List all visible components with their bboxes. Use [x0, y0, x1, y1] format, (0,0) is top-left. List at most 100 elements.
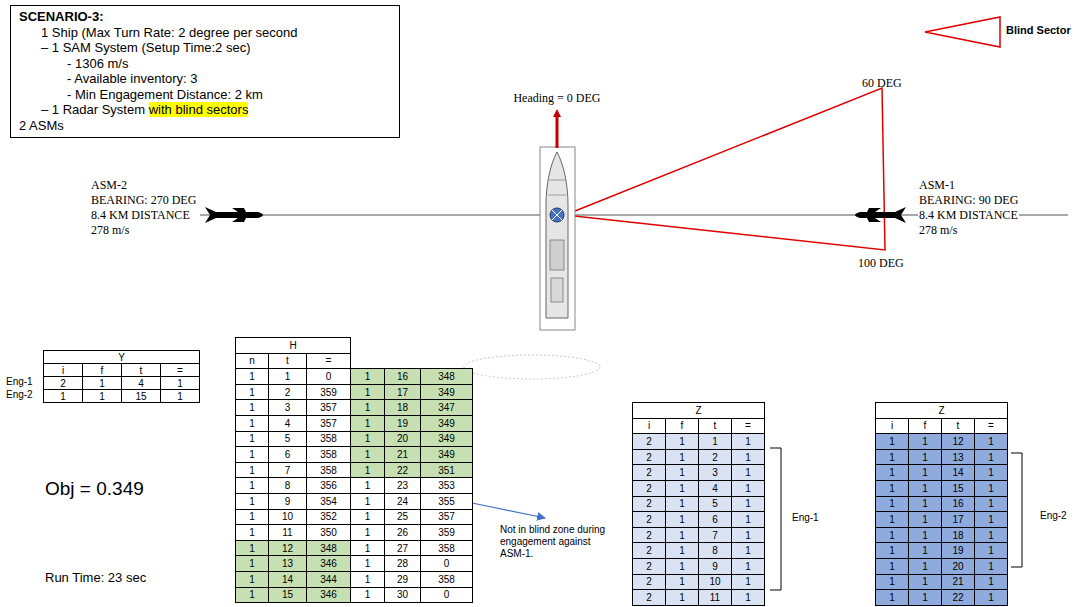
table-cell: 1: [236, 493, 269, 509]
table-cell: 1: [351, 447, 385, 463]
table-cell: =: [975, 418, 1008, 434]
table-row: 11191: [876, 543, 1008, 559]
table-cell: 1: [236, 447, 269, 463]
table-cell: 22: [385, 462, 421, 478]
table-cell: 1: [351, 478, 385, 494]
table-cell: 1: [666, 574, 699, 590]
table-cell: 11: [699, 590, 732, 606]
scenario-line: – 1 Radar System: [41, 102, 145, 117]
table-cell: Y: [44, 351, 200, 364]
table-row: 1153461300: [236, 587, 473, 603]
table-cell: 2: [44, 377, 83, 390]
table-row: 21111: [633, 590, 765, 606]
table-row: 110116348: [236, 369, 473, 385]
table-cell: 359: [421, 525, 473, 541]
missile-fin: [232, 208, 246, 222]
table-cell: 1: [351, 540, 385, 556]
table-cell: 11: [269, 525, 307, 541]
table-row: 16358121349: [236, 447, 473, 463]
table-row: 17358122351: [236, 462, 473, 478]
table-cell: 350: [307, 525, 351, 541]
table-cell: =: [732, 418, 765, 434]
table-body: Zift=11121111311114111151111611117111181…: [876, 403, 1008, 606]
table-cell: 346: [307, 587, 351, 603]
table-cell: 2: [633, 574, 666, 590]
ship-deck: [550, 240, 564, 270]
table-cell: 358: [421, 571, 473, 587]
table-cell: 1: [909, 558, 942, 574]
table-cell: f: [666, 418, 699, 434]
runtime-label: Run Time: 23 sec: [45, 570, 146, 586]
table-row: Z: [876, 403, 1008, 419]
table-cell: =: [307, 353, 351, 369]
table-cell: 1: [161, 390, 200, 403]
note-text: Not in blind zone during engagement agai…: [500, 524, 612, 560]
heading-label: Heading = 0 DEG: [513, 91, 600, 105]
table-row: ift=: [876, 418, 1008, 434]
table-cell: 1: [666, 512, 699, 528]
table-cell: 1: [876, 543, 909, 559]
table-cell: t: [699, 418, 732, 434]
table-cell: 358: [307, 462, 351, 478]
table-cell: 1: [975, 496, 1008, 512]
table-cell: 1: [351, 509, 385, 525]
table-cell: 1: [351, 571, 385, 587]
table-cell: 2: [633, 449, 666, 465]
table-cell: 24: [385, 493, 421, 509]
table-cell: n: [236, 353, 269, 369]
table-cell: 1: [975, 574, 1008, 590]
table-cell: 1: [236, 540, 269, 556]
blind-sector: [565, 88, 885, 250]
table-cell: H: [236, 338, 351, 354]
ship-deck: [551, 278, 563, 302]
table-cell: 1: [236, 509, 269, 525]
table-cell: 26: [385, 525, 421, 541]
table-cell: 1: [732, 465, 765, 481]
table-cell: 1: [909, 434, 942, 450]
table-cell: 1: [732, 480, 765, 496]
table-row: 13357118347: [236, 400, 473, 416]
table-cell: 346: [307, 556, 351, 572]
table-cell: 10: [269, 509, 307, 525]
table-cell: 4: [269, 415, 307, 431]
table-cell: 2: [633, 496, 666, 512]
table-row: 110352125357: [236, 509, 473, 525]
table-cell: =: [161, 364, 200, 377]
table-row: 19354124355: [236, 493, 473, 509]
missile-label: ASM-2: [90, 178, 128, 192]
table-cell: 1: [909, 449, 942, 465]
table-cell: 1: [351, 431, 385, 447]
table-row: 2121: [633, 449, 765, 465]
table-cell: 1: [666, 465, 699, 481]
table-cell: 1: [351, 415, 385, 431]
eng-label: Eng-2: [1040, 510, 1067, 522]
heading-arrow: [556, 113, 559, 148]
legend-triangle: [925, 17, 1000, 47]
table-cell: 1: [351, 556, 385, 572]
table-cell: 1: [666, 480, 699, 496]
table-cell: 1: [909, 543, 942, 559]
scenario-line: with blind sectors: [149, 102, 249, 117]
table-empty: [351, 338, 473, 354]
table-cell: 0: [421, 587, 473, 603]
table-cell: 355: [421, 493, 473, 509]
table-cell: 1: [732, 434, 765, 450]
table-cell: 2: [699, 449, 732, 465]
ship-hull: [546, 152, 568, 318]
table-row: 2141: [633, 480, 765, 496]
table-cell: 1: [351, 369, 385, 385]
table-cell: 15: [122, 390, 161, 403]
table-cell: f: [909, 418, 942, 434]
table-row: 11131: [876, 449, 1008, 465]
table-cell: 2: [633, 512, 666, 528]
table-row: 18356123353: [236, 478, 473, 494]
table-cell: 2: [633, 558, 666, 574]
table-row: ift=: [633, 418, 765, 434]
table-cell: 1: [666, 434, 699, 450]
table-body: Hnt=110116348123591173491335711834714357…: [236, 338, 473, 603]
table-cell: 18: [942, 527, 975, 543]
missile-fin: [895, 207, 906, 223]
bracket: [1011, 453, 1022, 567]
table-cell: 2: [633, 527, 666, 543]
table-row: 2131: [633, 465, 765, 481]
